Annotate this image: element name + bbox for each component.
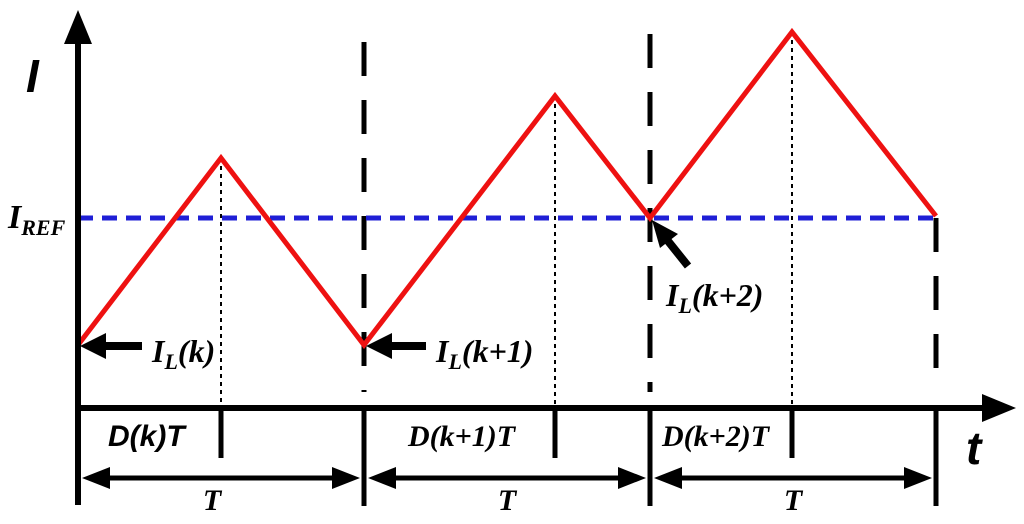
period-label-3: T bbox=[784, 484, 804, 517]
inductor-current-waveform bbox=[76, 27, 938, 350]
current-label-k: IL(k) bbox=[151, 333, 215, 374]
duty-label-1: D(k)T bbox=[108, 420, 187, 453]
peak-guides bbox=[220, 32, 793, 408]
period-boundaries bbox=[361, 34, 939, 392]
x-axis-label: t bbox=[966, 422, 983, 474]
reference-label: IREF bbox=[7, 199, 66, 240]
period-ticks bbox=[361, 408, 939, 506]
duty-label-3: D(k+2)T bbox=[661, 420, 771, 453]
current-label-k2: IL(k+2) bbox=[665, 277, 763, 318]
x-axis bbox=[78, 394, 1016, 422]
pointer-arrows bbox=[80, 220, 692, 359]
pointer-arrow-1 bbox=[80, 333, 142, 359]
current-label-k1: IL(k+1) bbox=[435, 333, 533, 374]
duty-label-2: D(k+1)T bbox=[407, 420, 517, 453]
period-label-1: T bbox=[203, 484, 223, 517]
duty-ticks bbox=[218, 408, 795, 458]
pointer-arrow-3 bbox=[652, 220, 692, 269]
y-axis-label: I bbox=[26, 50, 40, 102]
pointer-arrow-2 bbox=[366, 333, 426, 359]
period-arrow-3 bbox=[654, 467, 932, 489]
period-label-2: T bbox=[498, 484, 518, 517]
period-arrow-1 bbox=[82, 467, 360, 489]
period-arrows bbox=[82, 467, 932, 489]
period-arrow-2 bbox=[368, 467, 646, 489]
reference-label-main: I bbox=[7, 199, 23, 236]
y-axis bbox=[64, 10, 92, 505]
reference-label-sub: REF bbox=[20, 215, 65, 240]
